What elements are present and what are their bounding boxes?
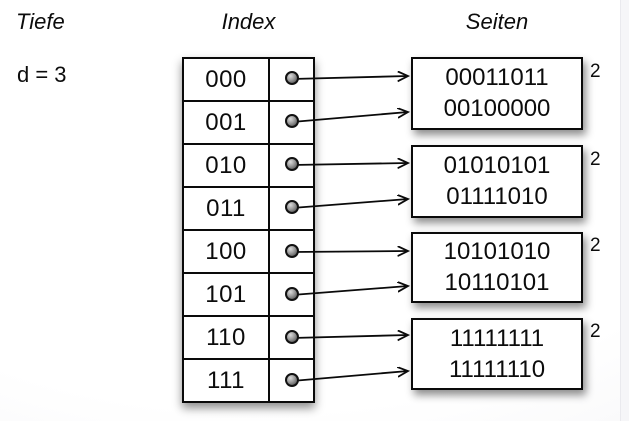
index-row-100: 100 xyxy=(184,231,313,274)
index-row-000: 000 xyxy=(184,59,313,102)
index-column-heading: Index xyxy=(221,9,276,34)
index-row-001: 001 xyxy=(184,102,313,145)
page-box-4: 11111111 11111110 xyxy=(411,318,583,390)
page-box-1: 00011011 00100000 xyxy=(411,57,583,130)
page-entry: 01111010 xyxy=(446,183,548,211)
index-row-011: 011 xyxy=(184,188,313,231)
page-box-2: 01010101 01111010 xyxy=(411,145,583,218)
slide-edge-strip xyxy=(620,0,629,421)
index-row-110: 110 xyxy=(184,317,313,360)
page-entry: 00011011 xyxy=(445,63,549,91)
index-row-010: 010 xyxy=(184,145,313,188)
page-entry: 10110101 xyxy=(444,268,550,296)
pointer-dot-icon xyxy=(285,330,299,344)
pointer-dot-icon xyxy=(285,244,299,258)
page-entry: 10101010 xyxy=(443,238,551,266)
pointer-dot-icon xyxy=(285,157,299,171)
global-depth-value: d = 3 xyxy=(17,62,67,87)
pages-column-heading: Seiten xyxy=(465,9,529,34)
index-entry-label: 100 xyxy=(184,231,270,272)
depth-column-heading: Tiefe xyxy=(16,9,65,34)
pointer-dot-icon xyxy=(285,114,299,128)
local-depth-page-4: 2 xyxy=(590,321,601,342)
local-depth-page-2: 2 xyxy=(590,149,601,170)
pointer-dot-icon xyxy=(285,200,299,214)
page-box-3: 10101010 10110101 xyxy=(411,232,583,303)
page-entry: 01010101 xyxy=(443,151,551,179)
index-row-111: 111 xyxy=(184,360,313,401)
index-entry-label: 001 xyxy=(184,102,270,143)
index-entry-label: 010 xyxy=(184,145,270,186)
pointer-dot-icon xyxy=(285,373,299,387)
page-entry: 00100000 xyxy=(443,95,551,123)
index-entry-label: 101 xyxy=(184,274,270,315)
index-entry-label: 110 xyxy=(184,317,270,358)
page-entry: 11111110 xyxy=(448,355,546,383)
pointer-dot-icon xyxy=(285,287,299,301)
local-depth-page-1: 2 xyxy=(590,61,601,82)
pointer-dot-icon xyxy=(285,71,299,85)
index-entry-label: 000 xyxy=(184,59,270,100)
local-depth-page-3: 2 xyxy=(590,235,601,256)
index-row-101: 101 xyxy=(184,274,313,317)
index-entry-label: 011 xyxy=(184,188,270,229)
index-entry-label: 111 xyxy=(184,360,270,401)
index-directory-table: 000 001 010 011 100 101 110 111 xyxy=(182,57,315,403)
page-entry: 11111111 xyxy=(449,324,545,352)
